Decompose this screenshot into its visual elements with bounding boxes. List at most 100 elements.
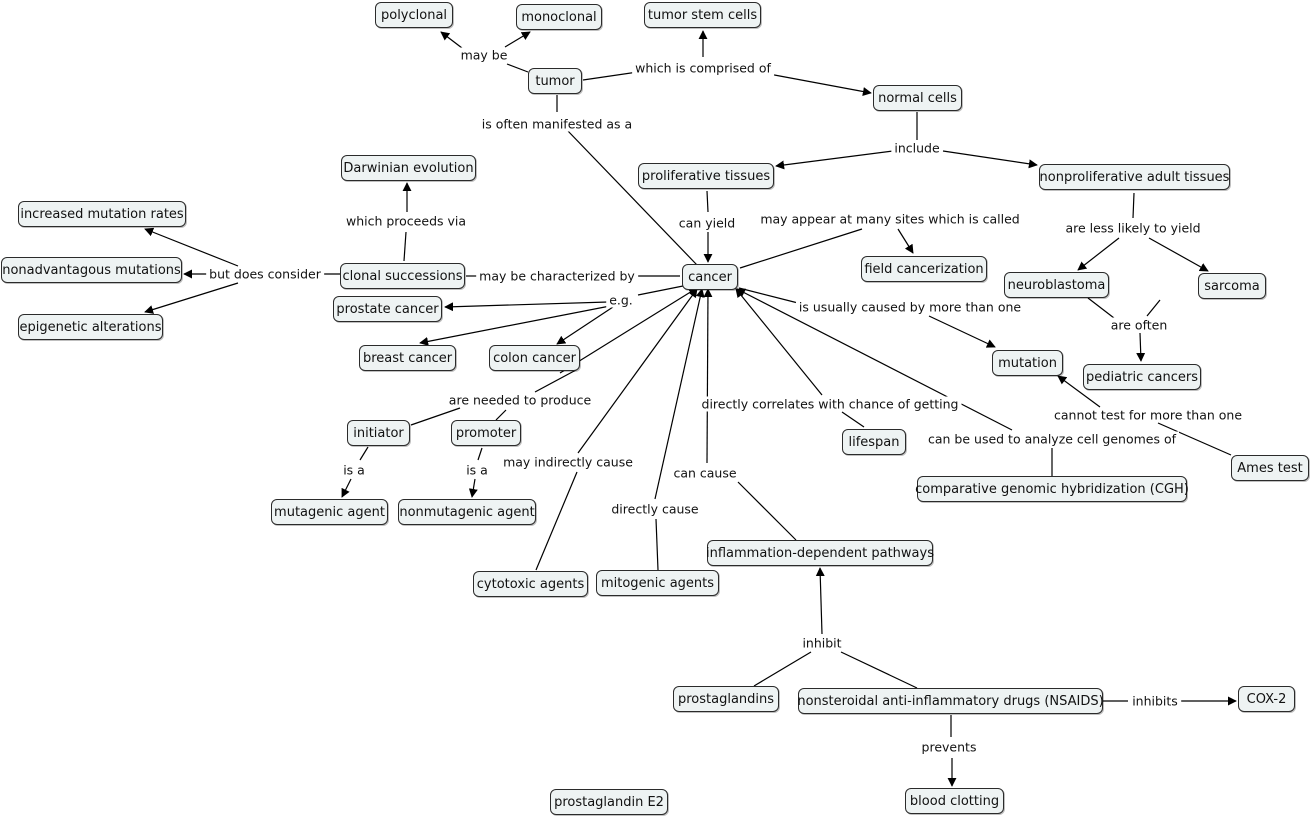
concept-tumor-stem-cells[interactable]: tumor stem cells [644, 2, 761, 28]
line-connector [477, 447, 483, 461]
concept-promoter[interactable]: promoter [451, 420, 521, 446]
link-is-often-manifested-as-a[interactable]: is often manifested as a [478, 116, 636, 132]
arrow-connector [468, 478, 478, 498]
arrow-connector [440, 31, 463, 49]
link-can-be-used-to-analyze[interactable]: can be used to analyze cell genomes of [925, 431, 1179, 447]
concept-epigenetic-alterations[interactable]: epigenetic alterations [18, 314, 163, 340]
arrow-connector [341, 478, 352, 498]
line-connector [637, 285, 684, 296]
concept-sarcoma[interactable]: sarcoma [1198, 273, 1266, 299]
concept-label: pediatric cancers [1085, 369, 1199, 385]
concept-mitogenic-agents[interactable]: mitogenic agents [596, 570, 719, 596]
line-connector [410, 407, 461, 426]
concept-polyclonal[interactable]: polyclonal [375, 2, 453, 28]
concept-increased-mutation-rates[interactable]: increased mutation rates [18, 201, 186, 227]
concept-label: cancer [688, 269, 732, 285]
arrow-connector [1077, 237, 1120, 271]
link-cannot-test[interactable]: cannot test for more than one [1050, 407, 1246, 423]
link-eg[interactable]: e.g. [606, 292, 636, 308]
concept-label: mitogenic agents [600, 575, 715, 591]
link-inhibits[interactable]: inhibits [1129, 693, 1181, 709]
concept-label: nonsteroidal anti-inflammatory drugs (NS… [797, 693, 1104, 709]
arrow-connector [1057, 375, 1101, 408]
concept-neuroblastoma[interactable]: neuroblastoma [1004, 272, 1109, 298]
concept-label: proliferative tissues [641, 168, 771, 184]
concept-clonal-successions[interactable]: clonal successions [340, 263, 465, 289]
concept-label: tumor stem cells [647, 7, 758, 23]
concept-lifespan[interactable]: lifespan [842, 429, 906, 455]
concept-darwinian-evolution[interactable]: Darwinian evolution [341, 155, 476, 181]
concept-nsaids[interactable]: nonsteroidal anti-inflammatory drugs (NS… [797, 688, 1104, 714]
link-is-a-nonmutagenic[interactable]: is a [463, 462, 491, 478]
concept-label: promoter [455, 425, 517, 441]
link-can-yield[interactable]: can yield [675, 215, 739, 231]
concept-mutation[interactable]: mutation [992, 350, 1063, 376]
arrow-connector [504, 31, 531, 48]
concept-pediatric-cancers[interactable]: pediatric cancers [1083, 364, 1201, 390]
concept-nonproliferative-adult-tissues[interactable]: nonproliferative adult tissues [1039, 164, 1230, 190]
concept-prostaglandins[interactable]: prostaglandins [673, 686, 779, 712]
concept-initiator[interactable]: initiator [347, 420, 410, 446]
link-are-needed-to-produce[interactable]: are needed to produce [445, 392, 595, 408]
concept-nonmutagenic-agent[interactable]: nonmutagenic agent [398, 499, 536, 525]
concept-blood-clotting[interactable]: blood clotting [905, 788, 1004, 814]
link-include[interactable]: include [891, 140, 943, 156]
concept-breast-cancer[interactable]: breast cancer [359, 345, 456, 371]
line-connector [1146, 299, 1161, 317]
concept-monoclonal[interactable]: monoclonal [516, 4, 602, 30]
arrow-connector [577, 288, 698, 454]
arrow-connector [419, 305, 611, 346]
link-are-less-likely-to-yield[interactable]: are less likely to yield [1062, 220, 1204, 236]
line-connector [403, 231, 407, 262]
line-connector [738, 287, 799, 304]
concept-label: mutation [998, 355, 1057, 371]
link-is-a-mutagenic[interactable]: is a [340, 462, 368, 478]
concept-nonadvantagous-mutations[interactable]: nonadvantagous mutations [1, 257, 182, 283]
concept-prostaglandin-e2[interactable]: prostaglandin E2 [550, 789, 668, 815]
line-connector [706, 190, 709, 213]
link-but-does-consider[interactable]: but does consider [206, 266, 324, 282]
concept-label: colon cancer [493, 350, 576, 366]
concept-cox-2[interactable]: COX-2 [1238, 686, 1295, 712]
concept-ames-test[interactable]: Ames test [1231, 455, 1309, 481]
link-directly-correlates[interactable]: directly correlates with chance of getti… [698, 396, 962, 412]
link-directly-cause[interactable]: directly cause [608, 501, 702, 517]
link-may-appear-at-many-sites[interactable]: may appear at many sites which is called [757, 211, 1023, 227]
line-connector [655, 518, 659, 571]
link-is-usually-caused-by[interactable]: is usually caused by more than one [795, 299, 1025, 315]
line-connector [495, 409, 507, 421]
link-which-is-comprised-of[interactable]: which is comprised of [632, 60, 774, 76]
line-connector [1132, 192, 1135, 219]
concept-mutagenic-agent[interactable]: mutagenic agent [271, 499, 388, 525]
link-may-indirectly-cause[interactable]: may indirectly cause [500, 454, 636, 470]
line-connector [1087, 297, 1115, 319]
link-prevents[interactable]: prevents [918, 739, 980, 755]
line-connector [582, 71, 639, 81]
concept-proliferative-tissues[interactable]: proliferative tissues [638, 163, 774, 189]
link-inhibit[interactable]: inhibit [799, 635, 845, 651]
link-may-be[interactable]: may be [457, 47, 511, 63]
link-which-proceeds-via[interactable]: which proceeds via [342, 213, 470, 229]
line-connector [535, 471, 578, 571]
concept-label: Darwinian evolution [343, 160, 474, 176]
concept-cancer[interactable]: cancer [682, 264, 738, 290]
concept-label: clonal successions [342, 268, 463, 284]
concept-label: epigenetic alterations [19, 319, 162, 335]
line-connector [534, 369, 577, 393]
concept-prostate-cancer[interactable]: prostate cancer [333, 296, 442, 322]
concept-inflammation-dependent-pathways[interactable]: inflammation-dependent pathways [706, 540, 934, 566]
link-may-be-characterized-by[interactable]: may be characterized by [476, 268, 638, 284]
concept-label: sarcoma [1204, 278, 1260, 294]
concept-colon-cancer[interactable]: colon cancer [489, 345, 580, 371]
link-are-often[interactable]: are often [1107, 317, 1171, 333]
concept-tumor[interactable]: tumor [528, 68, 582, 94]
concept-comparative-genomic-hybridization[interactable]: comparative genomic hybridization (CGH) [915, 476, 1189, 502]
concept-cytotoxic-agents[interactable]: cytotoxic agents [473, 571, 588, 597]
link-can-cause[interactable]: can cause [670, 465, 740, 481]
concept-label: field cancerization [864, 261, 984, 277]
concept-field-cancerization[interactable]: field cancerization [861, 256, 987, 282]
concept-normal-cells[interactable]: normal cells [873, 85, 962, 111]
concept-label: COX-2 [1246, 691, 1287, 707]
line-connector [841, 411, 865, 428]
